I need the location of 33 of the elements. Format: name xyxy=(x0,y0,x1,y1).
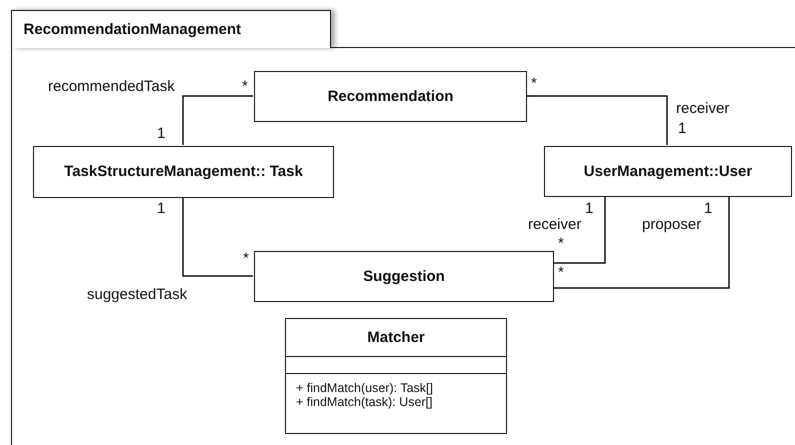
class-name: Matcher xyxy=(367,328,425,346)
package-tab: RecommendationManagement xyxy=(10,10,330,48)
multiplicity-label: 1 xyxy=(157,201,166,216)
class-operation: + findMatch(user): Task[] xyxy=(296,382,433,396)
class-box xyxy=(33,146,334,198)
association-line xyxy=(553,196,606,264)
role-name-label: recommendedTask xyxy=(48,79,175,94)
role-name-label: receiver xyxy=(528,217,582,232)
association-line xyxy=(526,95,668,145)
association-line xyxy=(182,197,253,277)
multiplicity-label: 1 xyxy=(678,121,686,136)
association-line xyxy=(182,95,253,145)
multiplicity-label: * xyxy=(558,265,564,280)
multiplicity-label: * xyxy=(243,251,249,266)
class-operation: + findMatch(task): User[] xyxy=(296,396,432,410)
class-name: Suggestion xyxy=(363,268,445,286)
role-name-label: suggestedTask xyxy=(87,287,188,302)
multiplicity-label: 1 xyxy=(704,201,712,216)
class-name: UserManagement::User xyxy=(584,162,752,180)
multiplicity-label: * xyxy=(558,236,564,251)
multiplicity-label: 1 xyxy=(585,201,594,216)
class-name: TaskStructureManagement:: Task xyxy=(64,163,303,181)
multiplicity-label: 1 xyxy=(157,126,166,141)
class-name: Recommendation xyxy=(328,88,454,106)
class-box xyxy=(544,146,792,197)
role-name-label: receiver xyxy=(676,101,730,116)
class-box xyxy=(254,71,527,122)
class-box xyxy=(285,318,507,434)
association-line xyxy=(553,196,730,289)
multiplicity-label: * xyxy=(531,76,537,91)
multiplicity-label: * xyxy=(242,79,248,94)
class-box xyxy=(254,251,554,302)
role-name-label: proposer xyxy=(642,217,702,232)
